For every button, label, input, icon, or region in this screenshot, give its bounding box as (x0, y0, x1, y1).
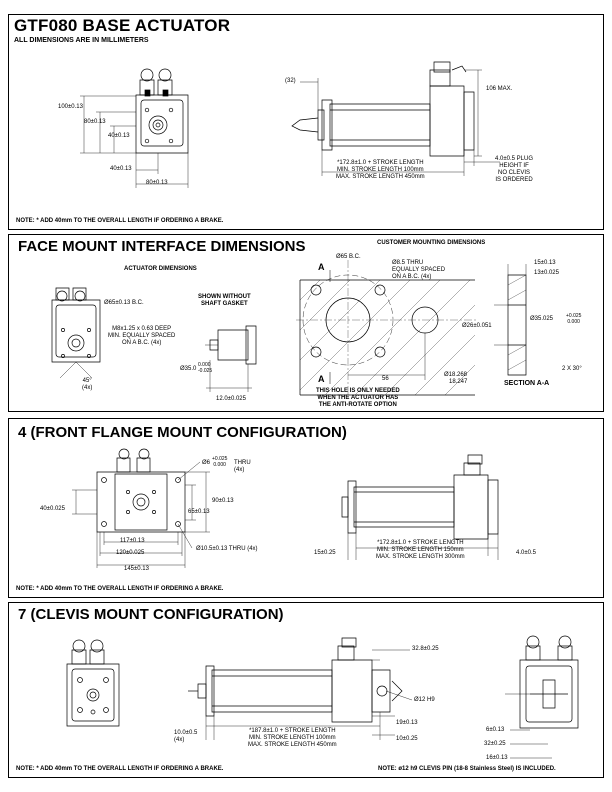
flange-dia6-tol: +0.025 0.000 (212, 456, 228, 468)
face-m8: M8x1.25 x 0.63 DEEP MIN. EQUALLY SPACED … (108, 326, 176, 346)
section-aa-label: SECTION A-A (504, 380, 550, 387)
face-dia35-tol: 0.000 -0.025 (198, 362, 213, 374)
flange-dia6: Ø6 (202, 460, 211, 466)
clevis-panel (8, 602, 604, 778)
flange-dim15: 15±0.25 (314, 550, 336, 556)
clevis-note-left: NOTE: * ADD 40mm TO THE OVERALL LENGTH I… (16, 766, 224, 772)
face-dim12: 12.0±0.025 (216, 396, 246, 402)
flange-title: 4 (FRONT FLANGE MOUNT CONFIGURATION) (18, 424, 347, 441)
flange-dim117: 117±0.13 (120, 538, 145, 544)
face-hole-note: THIS HOLE IS ONLY NEEDED WHEN THE ACTUAT… (316, 388, 400, 408)
face-bc65: Ø65±0.13 B.C. (104, 300, 144, 306)
clevis-end-view (505, 636, 578, 758)
clevis-stroke-text: *187.8±1.0 + STROKE LENGTH MIN. STROKE L… (248, 728, 337, 748)
clevis-dim16: 16±0.13 (486, 755, 508, 761)
base-front-dims (80, 96, 188, 188)
face-dim13: 13±0.025 (534, 270, 559, 276)
flange-dim120: 120±0.025 (116, 550, 145, 556)
face-bc65-customer: Ø65 B.C. (336, 254, 361, 260)
clevis-side-view (188, 638, 402, 722)
base-front-view (136, 69, 188, 153)
base-dim-80h: 80±0.13 (146, 180, 168, 186)
clevis-dim32: 32±0.25 (484, 741, 506, 747)
base-side-dims (300, 70, 500, 176)
actuator-dims-label: ACTUATOR DIMENSIONS (124, 266, 197, 272)
face-shown-without: SHOWN WITHOUT SHAFT GASKET (198, 294, 251, 307)
flange-side-view (342, 455, 498, 560)
clevis-side-dims (206, 650, 412, 740)
clevis-title: 7 (CLEVIS MOUNT CONFIGURATION) (18, 606, 284, 623)
flange-dim4: 4.0±0.5 (516, 550, 536, 556)
face-title: FACE MOUNT INTERFACE DIMENSIONS (18, 238, 306, 255)
flange-front-view (97, 449, 185, 532)
base-dim-32: (32) (285, 78, 296, 84)
flange-stroke-text: *172.8±1.0 + STROKE LENGTH MIN. STROKE L… (376, 540, 465, 560)
clevis-dim10b: 10±0.25 (396, 736, 418, 742)
flange-dia6-thru: THRU (4x) (234, 460, 251, 473)
face-hatch (300, 280, 475, 395)
section-marker-a-bottom: A (318, 374, 325, 384)
face-dia35: Ø35.0 (180, 366, 197, 372)
face-actuator-view (52, 288, 100, 378)
customer-dims-label: CUSTOMER MOUNTING DIMENSIONS (377, 240, 486, 246)
clevis-dia12: Ø12 H9 (414, 697, 435, 703)
face-thru: Ø8.5 THRU EQUALLY SPACED ON A B.C. (4x) (392, 260, 446, 280)
face-chamfer: 2 X 30° (562, 366, 582, 372)
base-dim-80v: 80±0.13 (84, 119, 106, 125)
face-dim56: 56 (382, 376, 389, 382)
section-aa-view (494, 264, 526, 375)
flange-dim65: 65±0.13 (188, 509, 210, 515)
base-dim-100: 100±0.13 (58, 104, 83, 110)
face-dim15: 15±0.13 (534, 260, 556, 266)
clevis-dim19: 19±0.13 (396, 720, 418, 726)
face-dia35b: Ø35.025 (530, 316, 554, 322)
flange-front-dims (72, 462, 210, 568)
clevis-dim328: 32.8±0.25 (412, 646, 439, 652)
clevis-front-view (67, 640, 119, 726)
base-dim-40v: 40±0.13 (108, 133, 130, 139)
face-side-view (205, 326, 256, 392)
base-note: NOTE: * ADD 40mm TO THE OVERALL LENGTH I… (16, 218, 224, 224)
base-plug-text: 4.0±0.5 PLUG HEIGHT IF NO CLEVIS IS ORDE… (495, 156, 533, 183)
flange-dim145: 145±0.13 (124, 566, 149, 572)
clevis-dim6: 6±0.13 (486, 727, 505, 733)
base-dim-40h: 40±0.13 (110, 166, 132, 172)
base-stroke-text: *172.8±1.0 + STROKE LENGTH MIN. STROKE L… (336, 160, 425, 180)
face-dia35b-tol: +0.025 0.000 (566, 313, 582, 325)
base-side-view (292, 62, 474, 156)
clevis-note-right: NOTE: ø12 h9 CLEVIS PIN (18-8 Stainless … (378, 766, 556, 772)
section-marker-a-top: A (318, 262, 325, 272)
base-dim-106: 106 MAX. (486, 86, 513, 92)
base-actuator-panel (8, 14, 604, 230)
flange-dim40: 40±0.025 (40, 506, 65, 512)
clevis-dim10: 10.0±0.5 (4x) (174, 730, 198, 743)
face-dia18: Ø18.268 18.247 (444, 372, 468, 385)
face-angle: 45° (4x) (82, 378, 93, 391)
flange-panel (8, 418, 604, 598)
face-mount-panel (8, 234, 604, 412)
flange-note: NOTE: * ADD 40mm TO THE OVERALL LENGTH I… (16, 586, 224, 592)
units-subtitle: ALL DIMENSIONS ARE IN MILLIMETERS (14, 37, 149, 44)
face-dia26: Ø26±0.051 (462, 323, 492, 329)
page-title: GTF080 BASE ACTUATOR (14, 16, 231, 35)
flange-dim90: 90±0.13 (212, 498, 234, 504)
flange-dia105: Ø10.5±0.13 THRU (4x) (196, 546, 258, 552)
